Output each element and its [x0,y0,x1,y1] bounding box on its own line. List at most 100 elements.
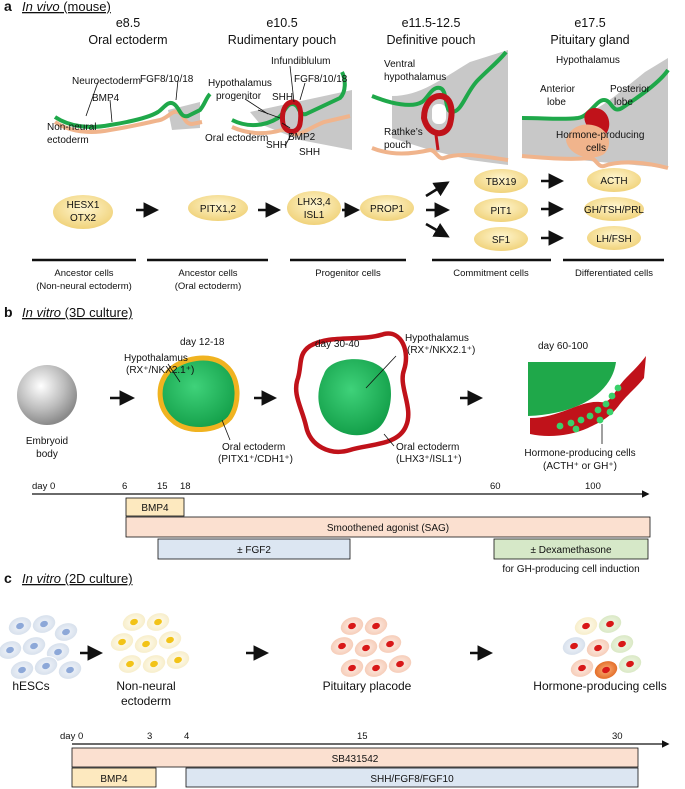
tick-c-15: 15 [357,731,368,742]
panel-a-letter: a [4,0,12,14]
cluster-non-neural-ectoderm [109,612,191,674]
oval-prop1 [360,195,414,221]
hormone-cell-dot [586,412,594,420]
arrow-a4 [425,181,450,198]
panel-c-letter: c [4,570,12,586]
cell-nucleus [142,640,150,648]
cell-nucleus [62,628,70,636]
stage3-drawing [371,50,509,165]
stage-day-3: e11.5-12.5 [402,16,461,30]
cell-nucleus [372,622,380,630]
tick-b-6: 6 [122,481,127,492]
stage-name-3: Definitive pouch [387,33,476,47]
cell-nucleus [348,664,356,672]
panel-a-title-rest: (mouse) [60,0,111,14]
hormone-b-markers: (ACTH⁺ or GH⁺) [543,461,617,472]
panel-c-title: In vitro (2D culture) [22,571,133,586]
oval-hesx1-otx2 [53,195,113,229]
bar-b-fgf2-label: ± FGF2 [237,545,271,556]
hypo-1-name: Hypothalamus [124,353,188,364]
oval-pit1 [474,198,528,222]
hypo-2-name: Hypothalamus [405,333,469,344]
cell-nucleus [130,618,138,626]
cell-nucleus [348,622,356,630]
bar-b-dex-label: ± Dexamethasone [530,545,612,556]
gene-gh: GH/TSH/PRL [584,205,644,216]
label-hypo-prog-1: Hypothalamus [208,78,272,89]
cell-nucleus [606,620,614,628]
label-hescs: hESCs [12,679,49,693]
panel-c: c In vitro (2D culture) hESCs Non-neural… [0,570,670,788]
cell-nucleus [578,664,586,672]
tick-c-3: 3 [147,731,152,742]
label-shh-top: SHH [272,92,293,103]
label-nne-2: ectoderm [121,694,171,708]
label-anterior-1: Anterior [540,84,576,95]
stage-day-4: e17.5 [574,16,605,30]
gene-hesx1: HESX1 [67,200,100,211]
cell-nucleus [54,648,62,656]
label-hormone-1: Hormone-producing [556,130,644,141]
bar-b-dex [493,538,649,560]
cell-nucleus [40,620,48,628]
gene-lh: LH/FSH [596,234,632,245]
gene-sf1: SF1 [492,235,511,246]
category-2-line1: Ancestor cells [178,268,237,279]
bar-c-bmp4-label: BMP4 [100,774,128,785]
label-anterior-2: lobe [547,97,566,108]
tick-c-4: 4 [184,731,189,742]
label-ventral-2: hypothalamus [384,72,446,83]
bar-b-sag [125,516,651,538]
day60-hormone-cells [556,384,622,433]
cell-nucleus [338,642,346,650]
hormone-cell-dot [596,416,604,424]
bar-c-shh-label: SHH/FGF8/FGF10 [370,774,454,785]
cell-nucleus [126,660,134,668]
cell-nucleus [166,636,174,644]
gene-isl1: ISL1 [304,210,325,221]
stage1-drawing [53,79,212,134]
embryoid-body-sphere [17,365,77,425]
aggregate-day12 [157,355,240,433]
cell-nucleus [618,640,626,648]
gene-ovals [53,168,644,251]
label-oral-ectoderm: Oral ectoderm [205,133,268,144]
category-1-line1: Ancestor cells [54,268,113,279]
oral-1-name: Oral ectoderm [222,442,285,453]
panel-a-title: In vivo (mouse) [22,0,111,14]
hormone-cell-dot [556,422,564,430]
oval-lh [587,226,641,250]
cluster-pituitary-placode [329,616,413,678]
embryoid-label-1: Embryoid [26,436,68,447]
tick-b-15: 15 [157,481,168,492]
label-hormone-2: cells [586,143,606,154]
oval-pitx [188,195,248,221]
cluster-hormone-producing [561,614,643,680]
label-placode: Pituitary placode [323,679,412,693]
cell-nucleus [154,618,162,626]
oval-acth [587,168,641,192]
cell-nucleus [66,666,74,674]
day-30-label: day 30-40 [315,339,360,350]
label-posterior-2: lobe [614,97,633,108]
hormone-cell-dot [606,408,614,416]
tick-c-day0: day 0 [60,731,83,742]
panel-c-title-italic: In vitro [22,571,61,586]
label-neuroectoderm: Neuroectoderm [72,76,141,87]
panel-a-title-italic: In vivo [22,0,60,14]
category-5: Differentiated cells [575,268,653,279]
gene-otx2: OTX2 [70,213,97,224]
category-2-line2: (Oral ectoderm) [175,281,242,292]
category-4: Commitment cells [453,268,529,279]
gene-prop1: PROP1 [370,204,404,215]
label-fgf-2: FGF8/10/18 [294,74,348,85]
label-rathke-2: pouch [384,140,411,151]
aggregate-day30-inner [318,359,391,436]
cell-nucleus [386,640,394,648]
oval-tbx19 [474,169,528,193]
gene-lhx: LHX3,4 [297,197,331,208]
cell-nucleus [594,644,602,652]
day60-green-tissue [528,362,616,416]
hormone-cell-dot [602,400,610,408]
tick-c-30: 30 [612,731,623,742]
